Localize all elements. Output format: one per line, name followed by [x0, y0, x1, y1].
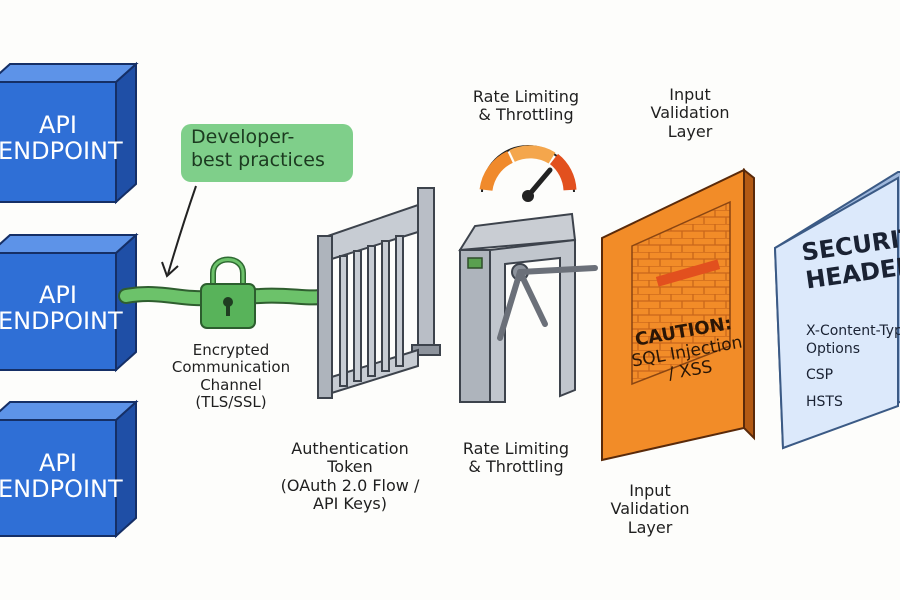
rate-limiting-label-bottom: Rate Limiting& Throttling	[462, 439, 570, 477]
gate-icon	[317, 187, 441, 399]
arrow-icon	[161, 185, 197, 278]
gauge-icon	[479, 145, 577, 202]
brick-wall-icon	[601, 167, 755, 462]
api-endpoint-block-2	[0, 232, 139, 373]
turnstile-icon	[458, 212, 598, 403]
security-panel-icon	[773, 171, 900, 450]
rate-limiting-label-top: Rate Limiting& Throttling	[472, 87, 580, 125]
api-endpoint-block-3	[0, 399, 139, 539]
api-endpoint-block-1	[0, 61, 139, 205]
padlock-icon	[200, 256, 256, 329]
best-practices-callout: Developer-best practices	[181, 124, 353, 182]
